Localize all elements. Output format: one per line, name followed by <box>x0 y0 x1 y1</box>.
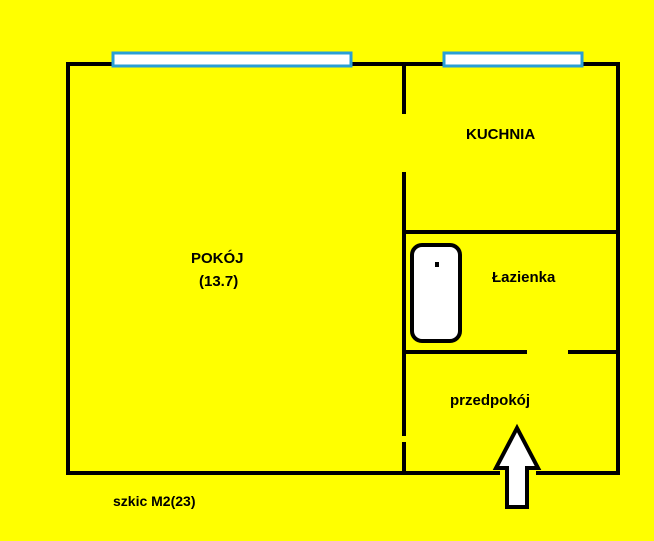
room-area-pokoj: (13.7) <box>199 273 239 290</box>
window-right <box>442 51 584 68</box>
inner-walls <box>402 62 620 475</box>
window-left <box>111 51 353 68</box>
bathtub-icon <box>410 243 462 343</box>
room-name-pokoj: POKÓJ <box>191 250 244 267</box>
bathtub-outline <box>410 243 462 343</box>
arrow-up-icon <box>492 423 542 509</box>
room-name-przedpokoj: przedpokój <box>450 392 531 409</box>
window-icon <box>111 51 584 68</box>
room-name-lazienka: Łazienka <box>492 269 556 286</box>
room-name-kuchnia: KUCHNIA <box>466 126 536 143</box>
bathtub-drain <box>435 262 439 267</box>
plan-caption: szkic M2(23) <box>113 493 196 509</box>
